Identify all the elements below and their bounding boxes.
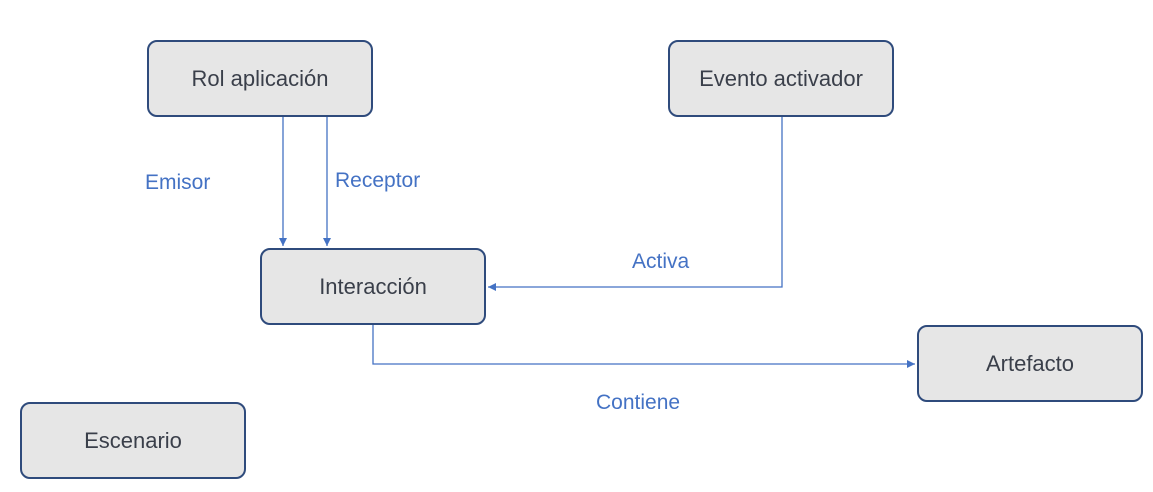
edge-label-contiene: Contiene	[596, 391, 681, 414]
node-artefacto-label: Artefacto	[985, 350, 1075, 376]
edge-label-receptor: Receptor	[335, 169, 421, 192]
edge-activa	[488, 117, 783, 291]
node-evento-activador: Evento activador	[668, 40, 894, 117]
edge-contiene	[372, 325, 915, 368]
node-escenario-label: Escenario	[84, 427, 182, 453]
node-rol-aplicacion-label: Rol aplicación	[191, 65, 329, 91]
edge-label-activa: Activa	[632, 250, 690, 273]
node-escenario: Escenario	[20, 402, 246, 479]
edge-label-emisor: Emisor	[145, 171, 211, 194]
node-rol-aplicacion: Rol aplicación	[147, 40, 373, 117]
node-artefacto: Artefacto	[917, 325, 1143, 402]
node-evento-activador-label: Evento activador	[699, 65, 863, 91]
node-interaccion-label: Interacción	[319, 273, 427, 299]
node-interaccion: Interacción	[260, 248, 486, 325]
